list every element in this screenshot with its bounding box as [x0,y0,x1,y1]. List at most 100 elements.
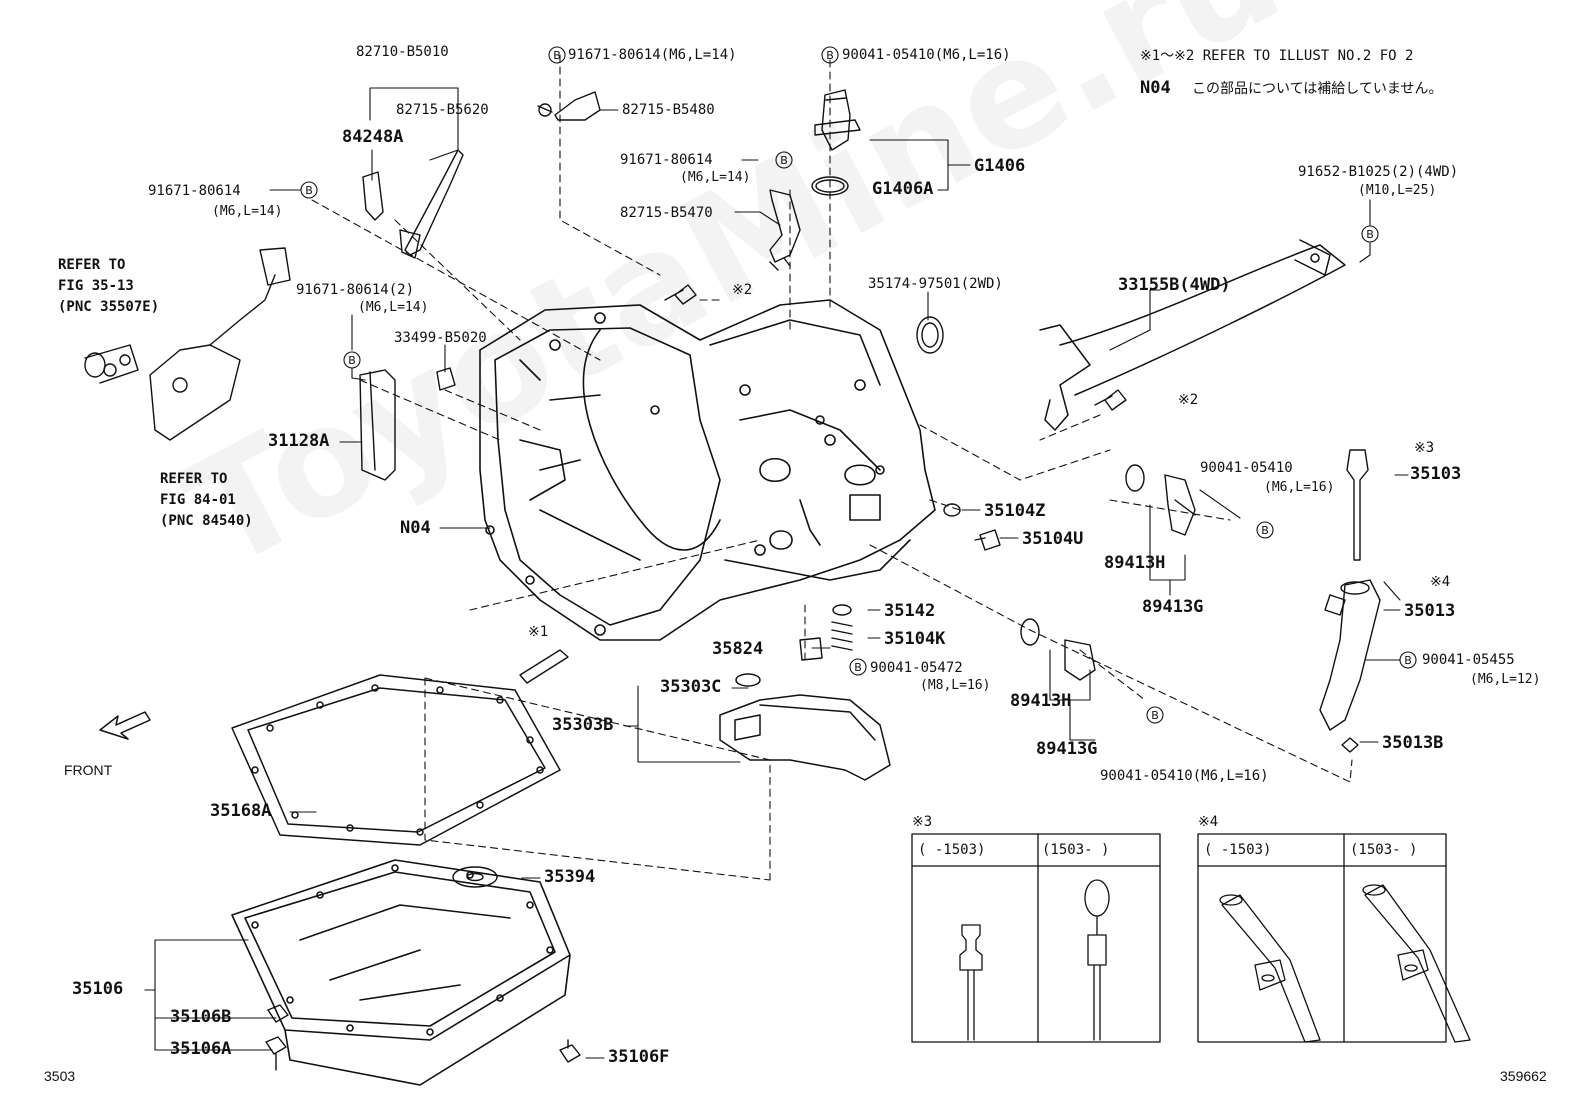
part-label-35013b[interactable]: 35013B [1382,733,1444,753]
dipstick-35103 [1346,449,1369,561]
refer-fig-84-01-line1: REFER TO [160,471,228,487]
sensor-89413-left [1020,618,1096,681]
refer-fig-84-01-link[interactable]: FIG 84-01 [160,492,236,508]
part-spec-91671-2: (M6,L=14) [358,300,429,315]
svg-text:B: B [854,661,862,674]
svg-text:B: B [1366,228,1374,241]
part-label-91652-b1025[interactable]: 91652-B1025(2)(4WD) [1298,164,1459,180]
part-label-91671-80614-center[interactable]: 91671-80614 [620,152,713,168]
part-label-35106a[interactable]: 35106A [170,1039,232,1059]
part-label-35106[interactable]: 35106 [72,979,124,999]
part-label-82715-b5480[interactable]: 82715-B5480 [622,102,715,118]
part-label-89413h-left[interactable]: 89413H [1010,691,1072,711]
inset-x3-title: ※3 [912,814,933,830]
inset-x3-frame [911,833,1161,1043]
part-label-35303b[interactable]: 35303B [552,715,614,735]
inset-x3-parts [959,879,1110,1041]
part-spec-90041-05472: (M8,L=16) [920,678,991,693]
part-spec-91671-left: (M6,L=14) [212,204,283,219]
part-label-35168a[interactable]: 35168A [210,801,272,821]
note-x4: ※4 [1430,574,1451,590]
note-x2-right: ※2 [1178,392,1199,408]
leader-lines [144,87,1409,1059]
part-label-n04[interactable]: N04 [400,518,431,538]
bolt-markers [300,46,1417,724]
inset-x4-parts [1219,884,1471,1043]
svg-text:B: B [348,354,356,367]
cover-31128a [359,369,396,481]
part-label-35104u[interactable]: 35104U [1022,529,1084,549]
part-label-31128a[interactable]: 31128A [268,431,330,451]
inset-x3-col2: (1503- ) [1042,842,1110,858]
svg-text:B: B [826,49,834,62]
part-label-82715-b5470[interactable]: 82715-B5470 [620,205,713,221]
figure-id: 359662 [1500,1068,1547,1084]
bracket-82715-b5480 [537,91,601,121]
part-label-82715-b5620[interactable]: 82715-B5620 [396,102,489,118]
part-label-89413h-right[interactable]: 89413H [1104,553,1166,573]
part-label-35103[interactable]: 35103 [1410,464,1462,484]
part-label-91671-80614-top[interactable]: 91671-80614(M6,L=14) [568,47,737,63]
svg-text:B: B [1261,524,1269,537]
part-spec-90041-mid: (M6,L=16) [1264,480,1335,495]
part-label-91671-80614-left[interactable]: 91671-80614 [148,183,241,199]
clip-33499 [436,367,456,391]
note-x2-top: ※2 [732,282,753,298]
part-label-89413g-right[interactable]: 89413G [1142,597,1204,617]
seal-35174 [916,316,944,354]
part-label-90041-05410-mid[interactable]: 90041-05410 [1200,460,1293,476]
refer-fig-84-01-pnc: (PNC 84540) [160,513,253,529]
plugs-35104 [943,503,1001,551]
sensor-89413-right [1125,464,1196,536]
part-label-35174-97501[interactable]: 35174-97501(2WD) [868,276,1003,292]
oil-pan-35106 [231,859,571,1086]
part-label-35303c[interactable]: 35303C [660,677,722,697]
bolt-x2-right [1094,389,1127,411]
part-label-g1406a[interactable]: G1406A [872,179,934,199]
bolt-x2-top [664,284,697,305]
tube-33155b [1039,239,1346,431]
part-spec-91671-center: (M6,L=14) [680,170,751,185]
part-label-35013[interactable]: 35013 [1404,601,1456,621]
refer-fig-35-13-line1: REFER TO [58,257,126,273]
refer-illust-note: ※1～※2 REFER TO ILLUST NO.2 FO 2 [1140,48,1414,64]
valve-parts-center [799,604,853,661]
bracket-82715-b5620 [399,149,464,259]
svg-text:B: B [553,49,561,62]
part-label-35824[interactable]: 35824 [712,639,764,659]
bolts-35106 [265,1004,581,1071]
part-label-84248a[interactable]: 84248A [342,127,404,147]
part-label-90041-05410-bottom[interactable]: 90041-05410(M6,L=16) [1100,768,1269,784]
part-label-35394[interactable]: 35394 [544,867,596,887]
note-x3: ※3 [1414,440,1435,456]
transaxle-case [479,299,936,641]
gasket-35168a [231,674,561,846]
n04-not-supplied-note: この部品については補給していません。 [1192,81,1443,97]
part-label-35106b[interactable]: 35106B [170,1007,232,1027]
part-label-90041-05472[interactable]: 90041-05472 [870,660,963,676]
sensor-g1406 [811,89,861,196]
oil-strainer-35303b [719,673,891,781]
part-label-33155b[interactable]: 33155B(4WD) [1118,275,1231,295]
inset-x3-col1: ( -1503) [918,842,986,858]
dashed-assembly-lines [311,54,1353,881]
inset-x4-title: ※4 [1198,814,1219,830]
part-label-35106f[interactable]: 35106F [608,1047,670,1067]
part-label-35142[interactable]: 35142 [884,601,936,621]
part-label-90041-05455[interactable]: 90041-05455 [1422,652,1515,668]
pin-x1 [519,649,569,684]
part-label-35104k[interactable]: 35104K [884,629,946,649]
part-label-g1406[interactable]: G1406 [974,156,1026,176]
page-code: 3503 [44,1068,76,1084]
part-label-89413g-left[interactable]: 89413G [1036,739,1098,759]
part-label-90041-05410-top[interactable]: 90041-05410(M6,L=16) [842,47,1011,63]
part-label-91671-80614-2[interactable]: 91671-80614(2) [296,282,415,298]
part-label-82710-b5010[interactable]: 82710-B5010 [356,44,449,60]
part-label-33499-b5020[interactable]: 33499-B5020 [394,330,487,346]
inset-x4-frame [1197,833,1447,1043]
part-label-35104z[interactable]: 35104Z [984,501,1046,521]
n04-code: N04 [1140,78,1171,98]
refer-fig-35-13-link[interactable]: FIG 35-13 [58,278,134,294]
